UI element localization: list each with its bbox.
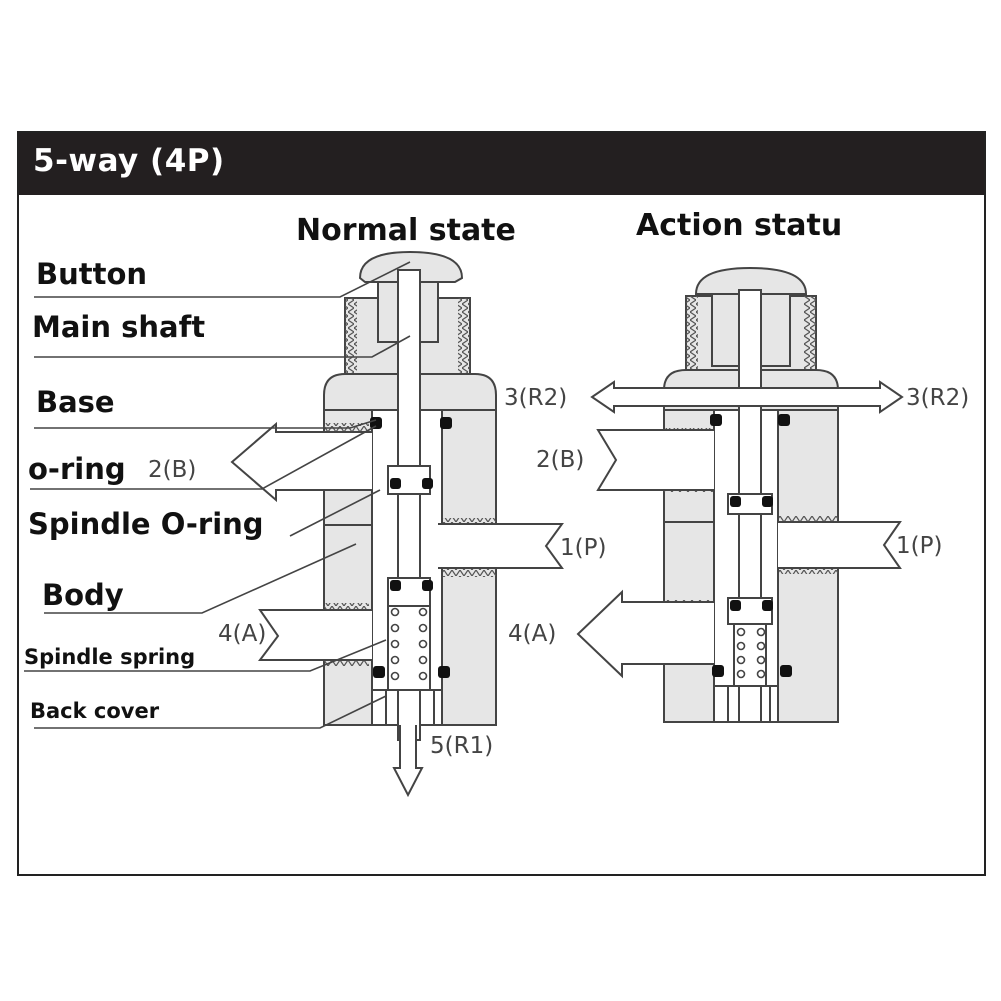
normal-port-r2-label: 3(R2)	[504, 385, 568, 411]
part-label-button: Button	[36, 257, 148, 291]
action-port-p-label: 1(P)	[896, 533, 943, 559]
part-label-o-ring: o-ring	[28, 452, 126, 486]
normal-state-valve	[323, 250, 497, 798]
leader-main-shaft	[34, 335, 411, 358]
leader-back-cover	[34, 695, 387, 729]
normal-a-arrow	[258, 609, 372, 661]
header-bar: 5-way (4P)	[19, 133, 984, 195]
action-port-arrows	[576, 380, 904, 679]
leader-base	[34, 419, 377, 429]
action-b-arrow	[596, 429, 714, 491]
part-label-spindle-o-ring: Spindle O-ring	[28, 507, 264, 541]
action-port-a-label: 4(A)	[508, 621, 557, 647]
header-title: 5-way (4P)	[33, 143, 225, 179]
action-r2-arrow	[590, 380, 904, 414]
part-label-main-shaft: Main shaft	[32, 310, 206, 344]
action-port-b-label: 2(B)	[536, 447, 585, 473]
leader-spindle-spring	[24, 639, 387, 672]
part-label-body: Body	[42, 578, 124, 612]
action-button-cap	[694, 266, 808, 295]
leader-button	[34, 261, 411, 298]
part-label-spindle-spring: Spindle spring	[24, 645, 196, 669]
leader-spindle-o-ring	[289, 489, 381, 537]
normal-state-title: Normal state	[296, 213, 516, 248]
normal-spindle-spring	[390, 607, 428, 681]
normal-b-arrow	[230, 421, 372, 503]
action-a-arrow	[576, 589, 714, 679]
normal-o-rings	[370, 417, 452, 678]
leader-body	[44, 543, 357, 614]
normal-r1-arrow	[392, 725, 424, 798]
action-o-rings	[710, 414, 792, 677]
leader-o-ring	[30, 425, 377, 490]
part-label-base: Base	[36, 385, 115, 419]
normal-port-b-label: 2(B)	[148, 457, 197, 483]
normal-port-p-label: 1(P)	[560, 535, 607, 561]
action-spindle-spring	[736, 627, 766, 679]
part-label-back-cover: Back cover	[30, 699, 160, 723]
action-port-r2-right-label: 3(R2)	[906, 385, 970, 411]
leader-lines	[24, 261, 411, 729]
action-state-title: Action statu	[636, 208, 843, 243]
normal-p-arrow	[438, 523, 564, 569]
normal-port-a-label: 4(A)	[218, 621, 267, 647]
normal-port-r1-label: 5(R1)	[430, 733, 494, 759]
normal-port-arrows	[230, 421, 564, 661]
action-p-arrow	[778, 521, 902, 569]
